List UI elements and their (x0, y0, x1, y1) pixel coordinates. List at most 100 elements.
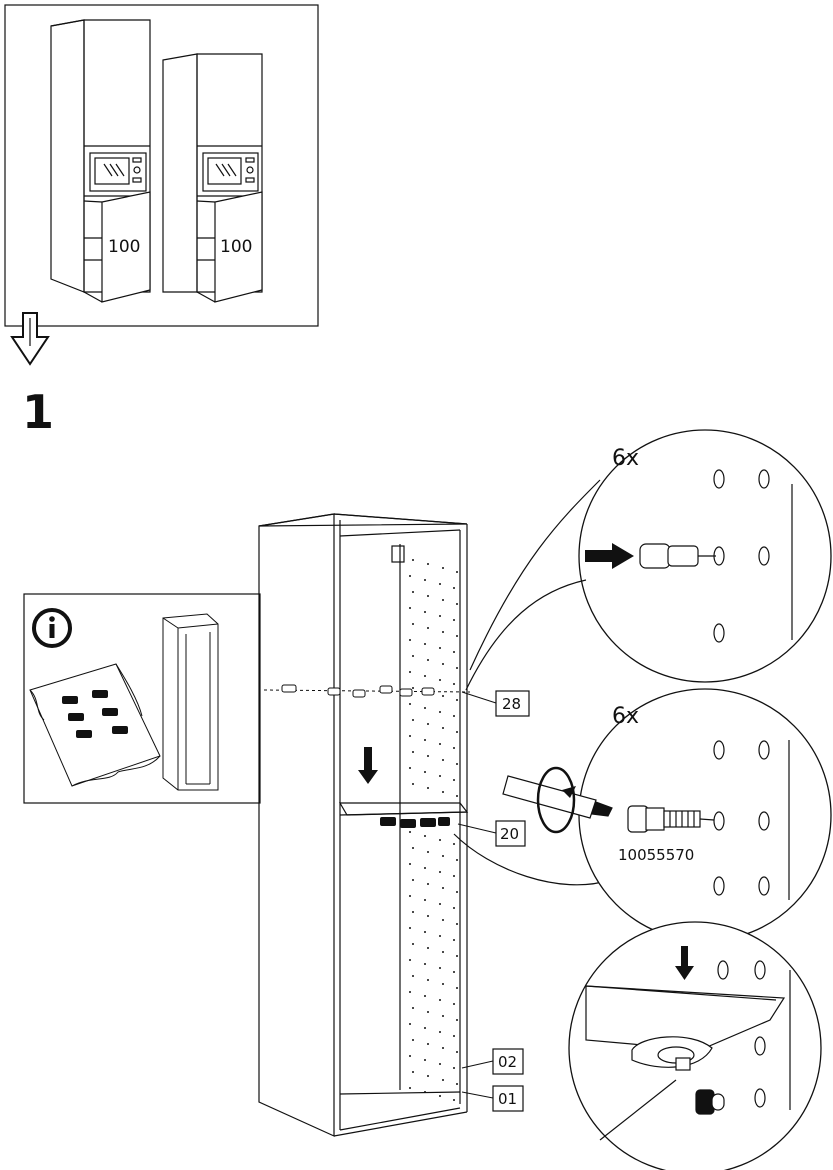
hole-dot (412, 1039, 414, 1041)
hole-dot (427, 563, 429, 565)
hole-dot (427, 947, 429, 949)
screws-in-bag-icon (62, 690, 128, 738)
detail-quantity-middle: 6x (612, 704, 639, 729)
insert-arrow-icon (585, 543, 634, 569)
hole-dot (453, 619, 455, 621)
part-label-02: 02 (492, 1048, 524, 1075)
hole-dot (442, 663, 444, 665)
hole-dot (456, 571, 458, 573)
detail-circle-shelf-support (568, 921, 822, 1170)
hole-dot (442, 631, 444, 633)
hole-dot (439, 903, 441, 905)
hole-dot (456, 1019, 458, 1021)
hole-pattern (409, 559, 458, 1101)
hole-dot (442, 599, 444, 601)
hole-dot (424, 579, 426, 581)
hole-dot (424, 963, 426, 965)
cabinet-frame-illustration (258, 513, 469, 1137)
leader-lines (457, 691, 497, 1099)
screws-row (380, 817, 450, 828)
hole-dot (412, 975, 414, 977)
hole-dot (412, 783, 414, 785)
cabinet-illustration-left (50, 19, 151, 303)
hole-dot (409, 959, 411, 961)
hole-dot (427, 1011, 429, 1013)
hole-dot (427, 627, 429, 629)
hole-dot (412, 751, 414, 753)
part-label-01: 01 (492, 1085, 524, 1112)
hole-dot (442, 919, 444, 921)
hole-dot (412, 559, 414, 561)
hole-dot (427, 755, 429, 757)
small-cabinet-illustration (162, 613, 219, 791)
hole-dot (424, 643, 426, 645)
hole-dot (424, 1059, 426, 1061)
hole-dot (412, 623, 414, 625)
hole-dot (412, 655, 414, 657)
hole-dot (453, 747, 455, 749)
hole-dot (424, 867, 426, 869)
detail-quantity-top: 6x (612, 446, 639, 471)
detail-circle-screw: 10055570 6x (453, 688, 832, 942)
svg-text:28: 28 (502, 695, 521, 713)
hole-dot (456, 859, 458, 861)
hole-dot (439, 1063, 441, 1065)
hole-dot (439, 679, 441, 681)
hole-dot (409, 927, 411, 929)
hole-dot (427, 1075, 429, 1077)
hole-dot (453, 715, 455, 717)
hole-dot (424, 675, 426, 677)
hole-dot (409, 639, 411, 641)
hole-dot (409, 671, 411, 673)
hole-dot (424, 1091, 426, 1093)
fittings-bag-illustration (29, 663, 161, 787)
hole-dot (453, 939, 455, 941)
hole-dot (442, 983, 444, 985)
hole-dot (412, 1007, 414, 1009)
hole-dot (453, 843, 455, 845)
hole-dot (456, 763, 458, 765)
hole-dot (456, 667, 458, 669)
hole-dot (439, 583, 441, 585)
hole-dot (439, 711, 441, 713)
hole-dot (412, 911, 414, 913)
hole-dot (439, 647, 441, 649)
screw-article-number: 10055570 (618, 846, 694, 864)
hole-dot (453, 1067, 455, 1069)
hole-dot (442, 855, 444, 857)
hole-dot (442, 951, 444, 953)
svg-text:02: 02 (498, 1053, 517, 1071)
hole-dot (439, 871, 441, 873)
shelf-down-arrow-icon (358, 747, 378, 784)
hole-dot (409, 1087, 411, 1089)
hole-dot (409, 895, 411, 897)
hole-dot (409, 767, 411, 769)
cabinet-left-door-label: 100 (108, 237, 140, 257)
hole-dot (456, 731, 458, 733)
info-panel (23, 593, 261, 804)
hole-dot (453, 971, 455, 973)
hole-dot (409, 863, 411, 865)
hole-dot (424, 899, 426, 901)
hole-dot (442, 1079, 444, 1081)
hole-dot (456, 1083, 458, 1085)
hole-dot (442, 1047, 444, 1049)
hole-dot (424, 1027, 426, 1029)
hole-dot (453, 587, 455, 589)
hole-dot (439, 1031, 441, 1033)
info-icon (32, 608, 72, 648)
hole-dot (427, 883, 429, 885)
hole-dot (453, 1099, 455, 1101)
hole-dot (412, 687, 414, 689)
hole-dot (456, 635, 458, 637)
hole-dot (427, 659, 429, 661)
detail-circle-shelf-pin: 6x (465, 429, 832, 691)
hole-dot (456, 955, 458, 957)
hole-dot (439, 935, 441, 937)
hole-dot (409, 991, 411, 993)
hole-dot (456, 923, 458, 925)
hole-dot (427, 787, 429, 789)
hole-dot (424, 611, 426, 613)
screw-icon (627, 805, 715, 833)
